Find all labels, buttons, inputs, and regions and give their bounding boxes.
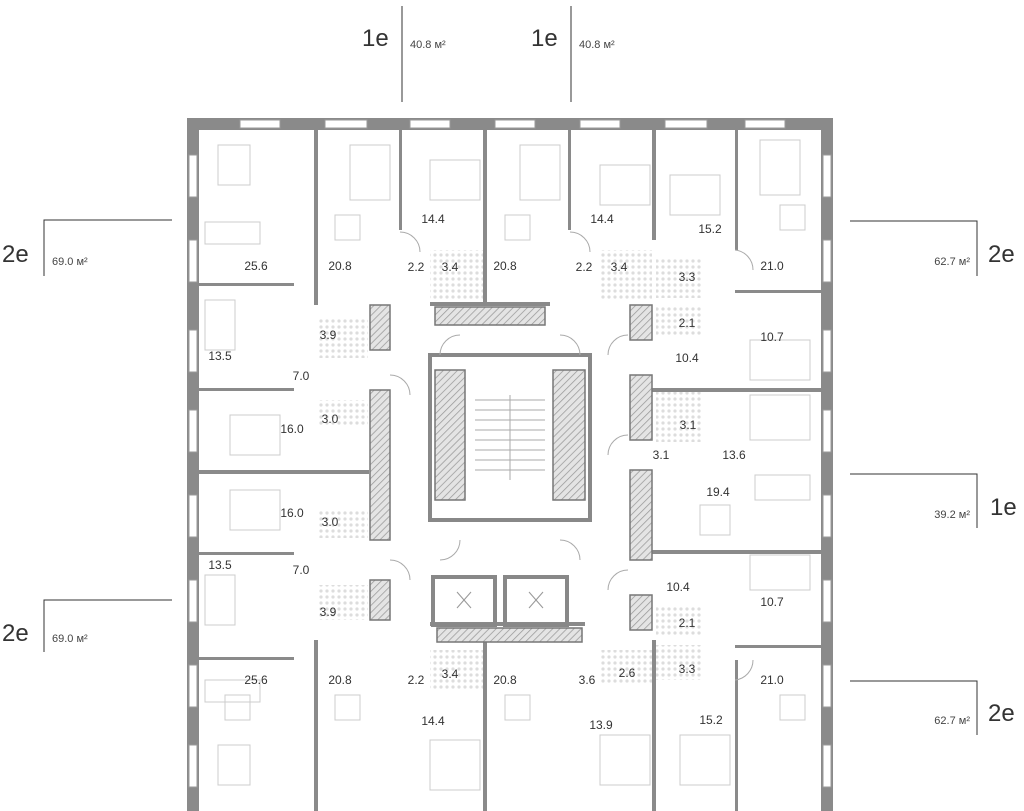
room-area: 21.0 (760, 259, 784, 273)
room-area: 14.4 (590, 212, 614, 226)
room-area: 3.3 (679, 270, 696, 284)
room-area: 3.4 (442, 260, 459, 274)
room-area: 3.0 (322, 412, 339, 426)
room-area: 20.8 (493, 673, 517, 687)
room-area: 3.9 (320, 605, 337, 619)
building-core (369, 304, 653, 643)
room-area: 20.8 (328, 673, 352, 687)
room-area: 14.4 (421, 714, 445, 728)
apartment-type: 2e (988, 700, 1015, 727)
room-area: 7.0 (293, 563, 310, 577)
elevator-icon (456, 591, 544, 609)
room-area: 2.2 (408, 673, 425, 687)
room-area: 19.4 (706, 485, 730, 499)
apartment-area: 62.7 м² (934, 256, 970, 268)
room-area: 21.0 (760, 673, 784, 687)
room-area: 10.4 (675, 351, 699, 365)
room-area: 13.9 (589, 718, 613, 732)
room-area: 10.7 (760, 595, 784, 609)
room-area: 3.1 (680, 418, 697, 432)
apartment-type: 1e (990, 494, 1017, 521)
windows (188, 119, 832, 788)
apartment-area: 69.0 м² (52, 256, 88, 268)
apartment-area: 69.0 м² (52, 633, 88, 645)
apartment-area: 40.8 м² (410, 39, 446, 51)
room-area: 15.2 (698, 222, 722, 236)
room-area: 13.5 (208, 349, 232, 363)
apartment-type: 1e (531, 25, 558, 52)
apartment-callout-left-top[interactable]: 2e 69.0 м² (2, 219, 172, 276)
room-area: 10.4 (666, 580, 690, 594)
room-area: 2.2 (576, 260, 593, 274)
stairs (475, 395, 545, 480)
apartment-callout-right-middle[interactable]: 39.2 м² 1e (850, 473, 1017, 528)
room-area: 2.1 (679, 616, 696, 630)
room-area: 25.6 (244, 673, 268, 687)
bathrooms (318, 250, 701, 690)
room-area: 3.9 (320, 328, 337, 342)
room-area: 20.8 (493, 259, 517, 273)
room-area: 13.6 (722, 448, 746, 462)
apartment-callout-left-bottom[interactable]: 2e 69.0 м² (2, 599, 172, 652)
apartment-callout-top-1[interactable]: 1e 40.8 м² (362, 6, 446, 102)
room-area: 3.4 (611, 260, 628, 274)
apartment-callout-top-2[interactable]: 1e 40.8 м² (531, 6, 615, 102)
room-area: 15.2 (699, 713, 723, 727)
room-area: 3.1 (653, 448, 670, 462)
room-area: 13.5 (208, 558, 232, 572)
room-area: 3.3 (679, 662, 696, 676)
room-labels: 25.6 20.8 14.4 2.2 3.4 20.8 14.4 2.2 3.4… (208, 212, 784, 732)
apartment-area: 39.2 м² (934, 509, 970, 521)
interior-walls (199, 130, 821, 811)
room-area: 20.8 (328, 259, 352, 273)
apartment-type: 1e (362, 25, 389, 52)
doors (389, 231, 754, 681)
apartment-type: 2e (2, 620, 29, 647)
room-area: 7.0 (293, 369, 310, 383)
room-area: 3.6 (579, 673, 596, 687)
room-area: 14.4 (421, 212, 445, 226)
apartment-type: 2e (2, 241, 29, 268)
room-area: 3.0 (322, 515, 339, 529)
apartment-area: 62.7 м² (934, 715, 970, 727)
apartment-callout-right-top[interactable]: 62.7 м² 2e (850, 220, 1015, 276)
room-area: 16.0 (280, 422, 304, 436)
room-area: 3.4 (442, 667, 459, 681)
apartment-callout-right-bottom[interactable]: 62.7 м² 2e (850, 680, 1015, 735)
room-area: 25.6 (244, 259, 268, 273)
apartment-area: 40.8 м² (579, 39, 615, 51)
room-area: 2.2 (408, 260, 425, 274)
room-area: 16.0 (280, 506, 304, 520)
room-area: 10.7 (760, 330, 784, 344)
room-area: 2.1 (679, 316, 696, 330)
room-area: 2.6 (619, 666, 636, 680)
furniture (204, 139, 811, 791)
apartment-type: 2e (988, 241, 1015, 268)
